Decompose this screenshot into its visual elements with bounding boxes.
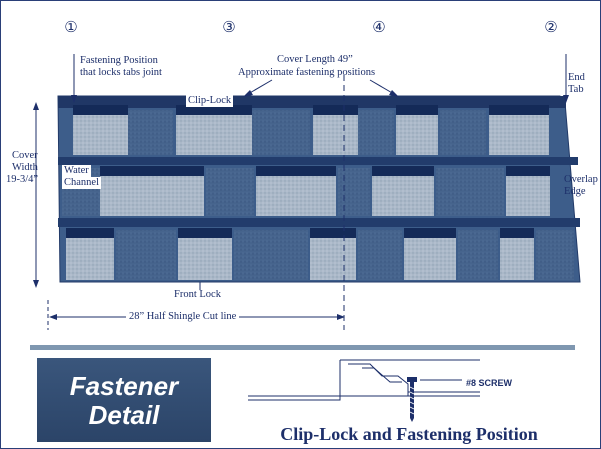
position-1-label: ① [64,18,78,36]
front-lock-label: Front Lock [174,289,221,300]
screw-icon [407,377,417,422]
fastener-detail-title-1: Fastener [69,371,179,401]
fastener-caption: Clip-Lock and Fastening Position [280,424,538,444]
water-channel-label-2: Channel [62,177,101,189]
shingle-panel [57,95,581,283]
approx-fastening-arrows [243,79,399,97]
overlap-edge-label-1: Overlap [564,174,598,185]
overlap-edge-label-2: Edge [564,186,586,197]
cover-width-label-2: Width [12,162,38,173]
shingle-row-1 [73,105,549,155]
position-1-marker: ① [56,10,86,40]
position-4-marker: ④ [364,10,394,40]
fastening-position-leader [71,54,77,103]
water-channel-label-1: Water [62,165,91,177]
position-2-marker: ② [536,10,566,40]
fastening-position-label: Fastening Position [80,55,158,66]
shingle-row-2 [62,166,550,216]
shingle-row-3 [66,228,574,280]
end-tab-label-1: End [568,72,585,83]
cover-width-label-1: Cover [12,150,38,161]
end-tab-label-2: Tab [568,84,584,95]
half-shingle-cut-label: 28” Half Shingle Cut line [126,311,240,323]
shingle-diagram [33,54,581,330]
fastener-detail-box: Fastener Detail [37,358,211,442]
cover-width-label-3: 19-3/4” [6,174,39,185]
cover-length-label: Cover Length 49” [277,54,353,65]
approx-fastening-label: Approximate fastening positions [238,67,376,78]
position-3-marker: ③ [214,10,244,40]
screw-label: #8 SCREW [466,378,513,388]
section-divider [30,345,575,350]
position-3-label: ③ [222,18,236,36]
clip-lock-label: Clip-Lock [186,95,234,107]
fastening-position-sublabel: that locks tabs joint [80,67,162,78]
screw-detail-drawing [248,359,480,422]
fastener-detail-title-2: Detail [88,400,160,430]
end-tab-leader [563,54,569,103]
position-2-label: ② [544,18,558,36]
cover-width-arrow [33,102,39,288]
position-4-label: ④ [372,18,386,36]
